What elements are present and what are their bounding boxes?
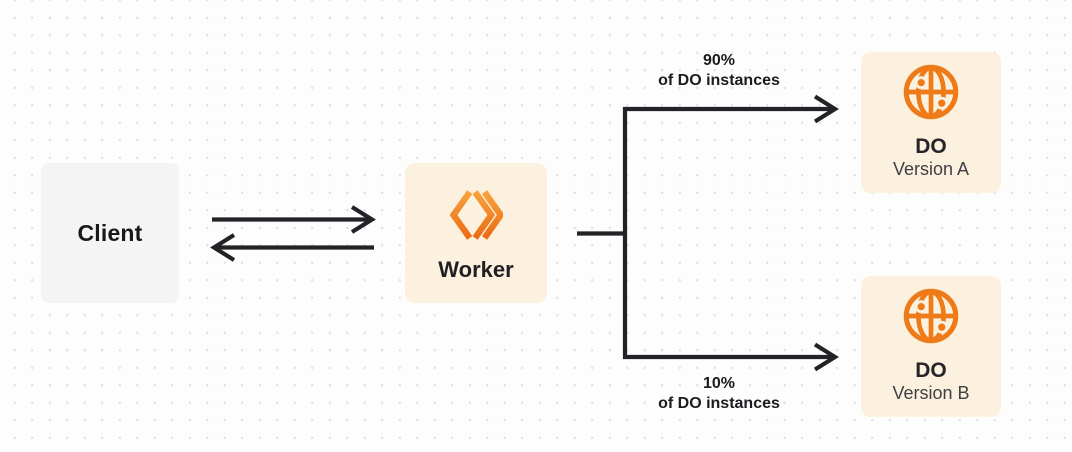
split-to-do-a-label: 90% of DO instances [619, 51, 819, 91]
durable-object-globe-icon [903, 288, 959, 344]
client-to-worker-arrowhead-icon [350, 205, 376, 234]
workers-logo-icon [449, 190, 503, 240]
durable-object-globe-icon [903, 64, 959, 120]
do-version-a-subtitle: Version A [892, 159, 970, 179]
client-node: Client [41, 163, 179, 303]
worker-node: Worker [405, 163, 547, 303]
split-to-do-b-label-line1: 10% [702, 375, 736, 392]
split-to-do-a-label-line1: 90% [702, 52, 736, 69]
split-to-do-b-arrowhead-icon [813, 342, 839, 372]
worker-label: Worker [438, 257, 514, 282]
do-version-a-title: DO [915, 135, 947, 158]
do-version-b-title: DO [915, 359, 947, 382]
client-label: Client [77, 219, 143, 246]
split-to-do-b-label-line2: of DO instances [658, 395, 780, 412]
do-version-b-subtitle: Version B [892, 383, 970, 403]
split-to-do-b-label: 10% of DO instances [619, 374, 819, 414]
split-to-do-a-label-line2: of DO instances [658, 72, 780, 89]
split-to-do-a-arrowhead-icon [813, 94, 839, 124]
split-fork-line [622, 106, 832, 360]
worker-to-client-arrowhead-icon [210, 233, 236, 262]
do-version-a-node: DO Version A [861, 52, 1001, 193]
do-version-b-node: DO Version B [861, 276, 1001, 417]
